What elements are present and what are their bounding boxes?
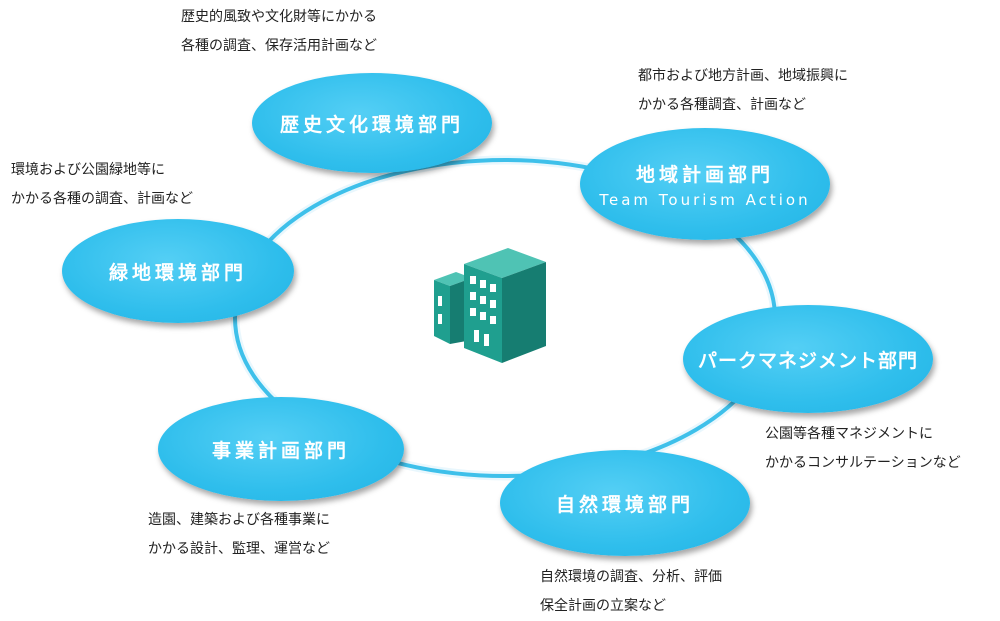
green-department-node: 緑地環境部門 [62,219,294,323]
regional-department-description: 都市および地方計画、地域振興に かかる各種調査、計画など [638,68,848,113]
history-department-label: 歴史文化環境部門 [279,113,464,136]
office-building-icon [434,248,546,363]
regional-department-sublabel: Team Tourism Action [599,190,811,209]
history-department-description: 歴史的風致や文化財等にかかる 各種の調査、保存活用計画など [181,9,377,54]
green-department-description: 環境および公園緑地等に かかる各種の調査、計画など [11,162,193,207]
business-department-description: 造園、建築および各種事業に かかる設計、監理、運営など [148,512,330,557]
nature-department-label: 自然環境部門 [555,493,694,516]
business-department-label: 事業計画部門 [211,439,350,462]
regional-department-node: 地域計画部門 Team Tourism Action [580,128,830,240]
park-department-description: 公園等各種マネジメントに かかるコンサルテーションなど [765,426,961,471]
park-department-node: パークマネジメント部門 [683,305,933,413]
business-department-node: 事業計画部門 [158,397,404,501]
nature-department-description: 自然環境の調査、分析、評価 保全計画の立案など [540,569,722,614]
green-department-label: 緑地環境部門 [108,261,247,284]
park-department-label: パークマネジメント部門 [697,349,918,372]
nature-department-node: 自然環境部門 [500,450,750,556]
regional-department-label: 地域計画部門 [635,163,774,186]
history-department-node: 歴史文化環境部門 [252,73,492,173]
